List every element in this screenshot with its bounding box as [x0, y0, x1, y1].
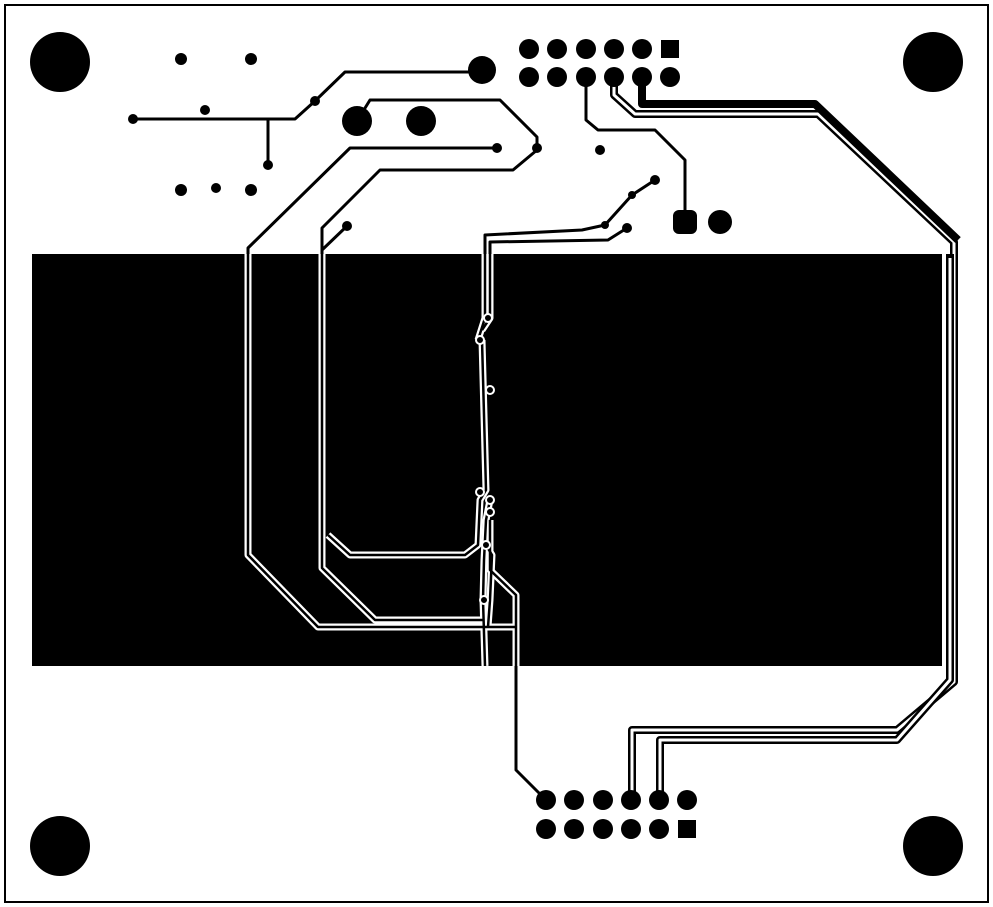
via [485, 495, 495, 505]
via [479, 595, 489, 605]
via [485, 507, 495, 517]
mounting-hole [903, 32, 963, 92]
via [485, 385, 495, 395]
top-header [519, 39, 680, 87]
mounting-hole [903, 816, 963, 876]
via [483, 313, 493, 323]
traces [133, 70, 961, 802]
traces-in-pour [244, 254, 520, 667]
via [481, 540, 491, 550]
small-pads [128, 53, 732, 234]
mounting-holes [30, 32, 963, 876]
bottom-header [536, 790, 697, 839]
mounting-hole [30, 816, 90, 876]
via [475, 335, 485, 345]
mounting-hole [30, 32, 90, 92]
via [475, 487, 485, 497]
